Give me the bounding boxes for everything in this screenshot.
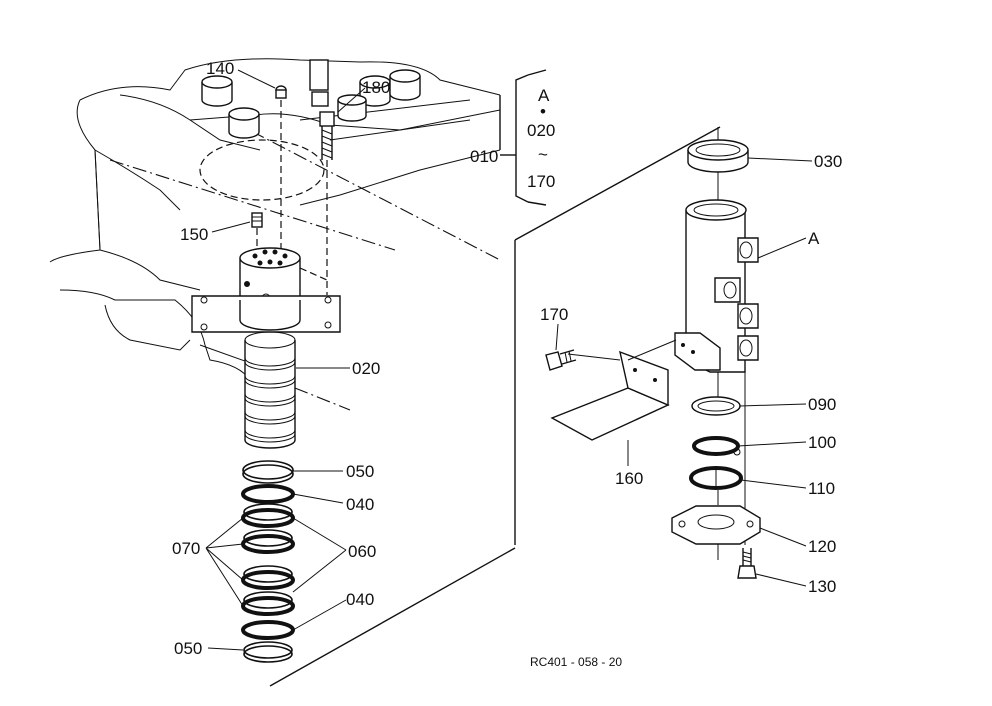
label-020: 020 xyxy=(352,359,380,378)
label-170: 170 xyxy=(540,305,568,324)
label-060: 060 xyxy=(348,542,376,561)
label-130: 130 xyxy=(808,577,836,596)
label-180: 180 xyxy=(362,78,390,97)
snap-ring-100 xyxy=(692,436,741,456)
swivel-joint-020-shaft xyxy=(244,331,296,449)
group-line-170: 170 xyxy=(527,172,555,191)
seal-stack-left xyxy=(241,460,295,663)
label-090: 090 xyxy=(808,395,836,414)
seal-090 xyxy=(691,396,741,416)
label-040-bottom: 040 xyxy=(346,590,374,609)
label-050-top: 050 xyxy=(346,462,374,481)
group-bracket xyxy=(500,69,547,206)
bolt-170 xyxy=(545,349,577,371)
part-labels: 140 180 150 020 050 040 070 060 040 050 … xyxy=(172,59,842,669)
label-120: 120 xyxy=(808,537,836,556)
group-line-tilde: ~ xyxy=(538,145,548,164)
group-line-dot: • xyxy=(540,102,546,121)
group-line-A: A xyxy=(538,86,550,105)
label-040-top: 040 xyxy=(346,495,374,514)
stopper-plate-160 xyxy=(550,339,677,441)
diagram-code: RC401 - 058 - 20 xyxy=(530,655,622,669)
plug-150 xyxy=(251,212,263,228)
label-050-bottom: 050 xyxy=(174,639,202,658)
plug-140 xyxy=(275,85,287,99)
label-A: A xyxy=(808,229,820,248)
label-030: 030 xyxy=(814,152,842,171)
background-cylinders xyxy=(201,69,421,139)
group-frame-line xyxy=(514,126,721,241)
label-110: 110 xyxy=(808,479,835,498)
group-label-010: 010 xyxy=(470,147,498,166)
label-070: 070 xyxy=(172,539,200,558)
label-160: 160 xyxy=(615,469,643,488)
bolt-180 xyxy=(309,59,335,160)
swivel-joint-020-flange xyxy=(191,295,341,333)
seal-030 xyxy=(687,139,749,173)
label-140: 140 xyxy=(206,59,234,78)
leader-lines xyxy=(205,69,813,651)
cover-120 xyxy=(671,505,761,545)
bolt-130 xyxy=(737,548,757,579)
o-ring-110 xyxy=(689,466,743,490)
label-100: 100 xyxy=(808,433,836,452)
label-150: 150 xyxy=(180,225,208,244)
group-line-020: 020 xyxy=(527,121,555,140)
swivel-housing-A xyxy=(674,199,759,373)
